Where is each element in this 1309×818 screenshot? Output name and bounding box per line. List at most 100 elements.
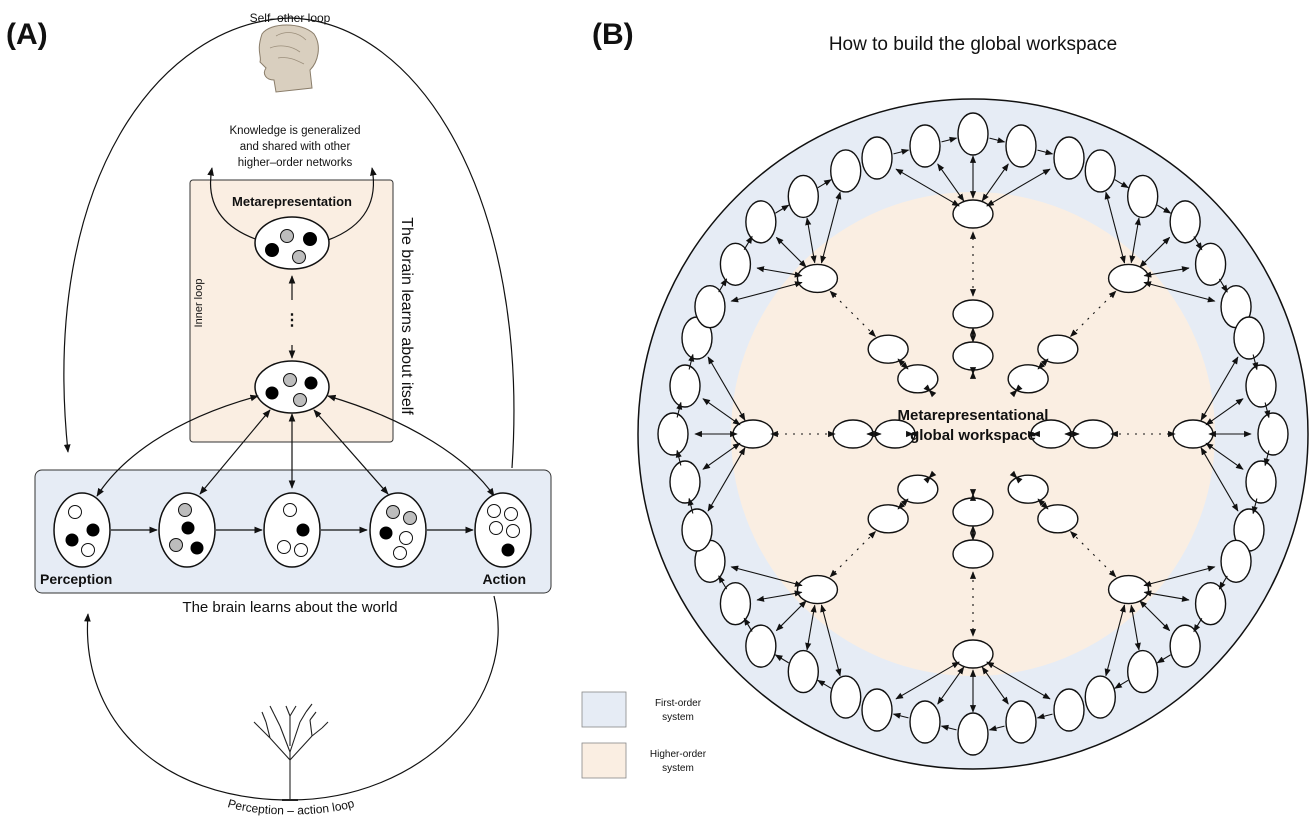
dot-white	[489, 521, 503, 535]
workspace-label-line-2: global workspace	[910, 427, 1036, 444]
dot-white	[68, 505, 82, 519]
legend-label-first-order-1: First-order	[655, 698, 702, 709]
first-order-node	[1194, 582, 1227, 626]
dot-gray	[386, 505, 400, 519]
brain-learns-itself-label: The brain learns about itself	[398, 217, 415, 415]
peripheral-chain-link	[676, 401, 683, 418]
dot-gray	[280, 229, 294, 243]
first-order-node	[957, 112, 989, 156]
peripheral-chain-link	[1193, 618, 1203, 633]
dot-gray	[292, 250, 306, 264]
first-order-node	[787, 174, 819, 219]
first-order-node	[1233, 316, 1265, 360]
first-order-node	[909, 124, 941, 168]
workspace-inner-node	[897, 474, 939, 504]
hub-to-peripheral-link	[730, 281, 803, 303]
peripheral-chain-link	[688, 353, 695, 370]
vertical-ellipsis: ⋮	[284, 312, 300, 329]
first-order-node	[669, 364, 701, 408]
hub-to-peripheral-link	[1143, 590, 1190, 602]
hub-to-peripheral-link	[1143, 281, 1216, 303]
hub-to-peripheral-link	[1205, 398, 1244, 426]
peripheral-chain-link	[1156, 204, 1172, 214]
dot-black	[65, 533, 79, 547]
first-order-node	[957, 712, 989, 756]
first-order-node	[694, 285, 726, 329]
dot-white	[504, 507, 518, 521]
hub-to-peripheral-link	[1129, 217, 1141, 264]
knowledge-line-2: and shared with other	[240, 141, 351, 153]
dot-gray	[169, 538, 183, 552]
panel-a-label: (A)	[6, 18, 48, 51]
peripheral-chain-link	[775, 204, 790, 214]
first-order-node	[1005, 124, 1037, 168]
dot-white	[81, 543, 95, 557]
first-order-node	[861, 136, 893, 180]
head-icon	[258, 24, 319, 93]
dot-gray	[283, 373, 297, 387]
first-order-node	[681, 508, 713, 552]
peripheral-chain-link	[1218, 278, 1228, 293]
workspace-mid-node	[1037, 334, 1079, 364]
legend-label-higher-order-2: system	[662, 763, 694, 774]
hub-to-peripheral-link	[730, 565, 803, 587]
brain-learns-world-label: The brain learns about the world	[182, 599, 397, 616]
peripheral-chain-link	[1264, 402, 1271, 419]
first-order-node	[909, 700, 941, 744]
hub-to-peripheral-link	[820, 604, 842, 677]
panel-b-label: (B)	[592, 18, 634, 51]
peripheral-chain-link	[941, 136, 958, 143]
dot-white	[393, 546, 407, 560]
peripheral-chain-link	[718, 575, 728, 590]
hub-to-peripheral-link	[1104, 191, 1126, 264]
dot-black	[265, 243, 279, 257]
meta-node-bottom	[254, 360, 330, 414]
dot-black	[501, 543, 515, 557]
peripheral-chain-link	[687, 497, 694, 514]
panel-a: (A) Self–other loop Knowledge is general…	[6, 11, 552, 818]
hub-to-peripheral-link	[702, 442, 741, 470]
inner-link	[897, 358, 909, 370]
first-order-node	[745, 200, 777, 244]
dot-black	[181, 521, 195, 535]
workspace-cross-link	[1009, 384, 1023, 398]
first-order-node	[1169, 624, 1201, 668]
first-order-node	[1169, 200, 1201, 244]
peripheral-chain-link	[1114, 179, 1129, 189]
inner-link	[1037, 498, 1049, 510]
first-order-node	[657, 412, 689, 456]
dot-black	[190, 541, 204, 555]
dot-black	[303, 232, 317, 246]
first-order-node	[830, 675, 862, 719]
peripheral-chain-link	[743, 617, 753, 632]
workspace-inner-node	[952, 341, 994, 371]
first-order-node	[830, 149, 862, 193]
peripheral-chain-link	[675, 449, 682, 466]
meta-to-action	[327, 394, 495, 497]
peripheral-chain-link	[940, 724, 957, 731]
hub-to-peripheral-link	[986, 168, 1051, 207]
first-order-node	[1220, 539, 1252, 583]
self-other-loop-label: Self–other loop	[250, 11, 331, 25]
hub-to-peripheral-link	[805, 217, 817, 264]
dot-white	[294, 543, 308, 557]
dot-gray	[293, 393, 307, 407]
first-order-node	[1245, 364, 1277, 408]
first-order-node	[1053, 136, 1085, 180]
hub-to-peripheral-link	[1129, 604, 1141, 651]
hub-to-peripheral-link	[1200, 447, 1239, 512]
peripheral-chain-link	[1037, 149, 1054, 156]
hub-to-peripheral-link	[707, 356, 746, 421]
inner-link	[1037, 358, 1049, 370]
meta-node-top	[254, 216, 330, 270]
workspace-label-line-1: Metarepresentational	[898, 407, 1049, 424]
hub-to-peripheral-link	[1143, 565, 1216, 587]
workspace-mid-node	[867, 334, 909, 364]
first-order-node	[1127, 649, 1159, 694]
workspace-cross-link	[923, 384, 937, 398]
workspace-mid-node	[952, 539, 994, 569]
hub-node	[952, 639, 994, 669]
peripheral-chain-link	[989, 137, 1006, 144]
peripheral-chain-link	[893, 148, 910, 155]
